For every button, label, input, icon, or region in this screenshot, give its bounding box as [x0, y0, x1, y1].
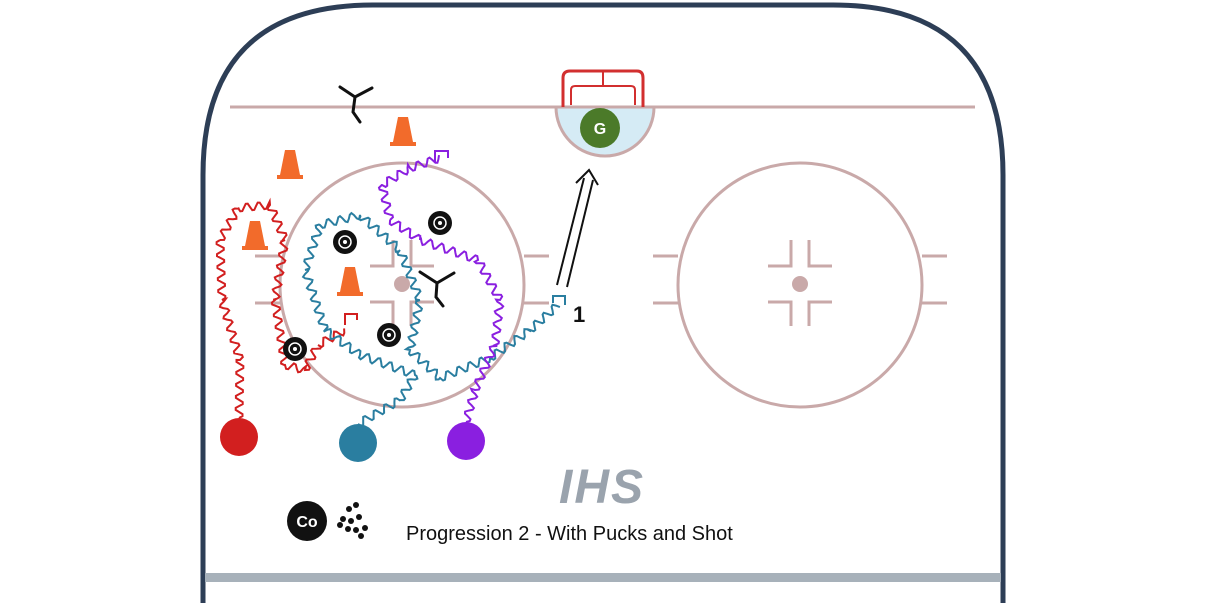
left-faceoff-dot	[394, 276, 410, 292]
skater-icon-red	[220, 418, 258, 456]
stop-marker	[434, 150, 449, 162]
puck-icon	[283, 337, 307, 361]
cone-icon	[337, 267, 363, 296]
left-faceoff-circle	[255, 161, 549, 409]
coach-icon: Co	[287, 501, 327, 541]
cone-icon	[242, 221, 268, 250]
puck-pile-icon	[337, 502, 368, 539]
path-red	[215, 197, 346, 419]
skater-icon-blue	[339, 424, 377, 462]
skater-icon-purple	[447, 422, 485, 460]
logo-text: IHS	[559, 461, 645, 514]
right-faceoff-dot	[792, 276, 808, 292]
bottom-bar	[205, 573, 1001, 582]
right-faceoff-circle	[653, 161, 947, 409]
ihs-logo: IHS	[559, 461, 645, 514]
stick-icon	[418, 270, 456, 308]
stop-marker	[552, 295, 566, 305]
cone-icon	[390, 117, 416, 146]
net-icon	[561, 69, 645, 107]
rink-boards	[200, 2, 1006, 603]
step-number-label: 1	[573, 302, 585, 327]
path-purple	[377, 154, 505, 423]
shot-arrow-icon	[556, 168, 599, 288]
cone-icon	[277, 150, 303, 179]
coach-label: Co	[296, 514, 318, 531]
puck-icon	[333, 230, 357, 254]
drill-caption: Progression 2 - With Pucks and Shot	[406, 523, 733, 545]
puck-icon	[428, 211, 452, 235]
goalie-label: G	[594, 121, 606, 138]
stop-marker	[344, 313, 358, 325]
stick-icon	[338, 85, 374, 124]
goalie-icon: G	[580, 108, 620, 148]
puck-icon	[377, 323, 401, 347]
path-blue	[301, 211, 561, 428]
